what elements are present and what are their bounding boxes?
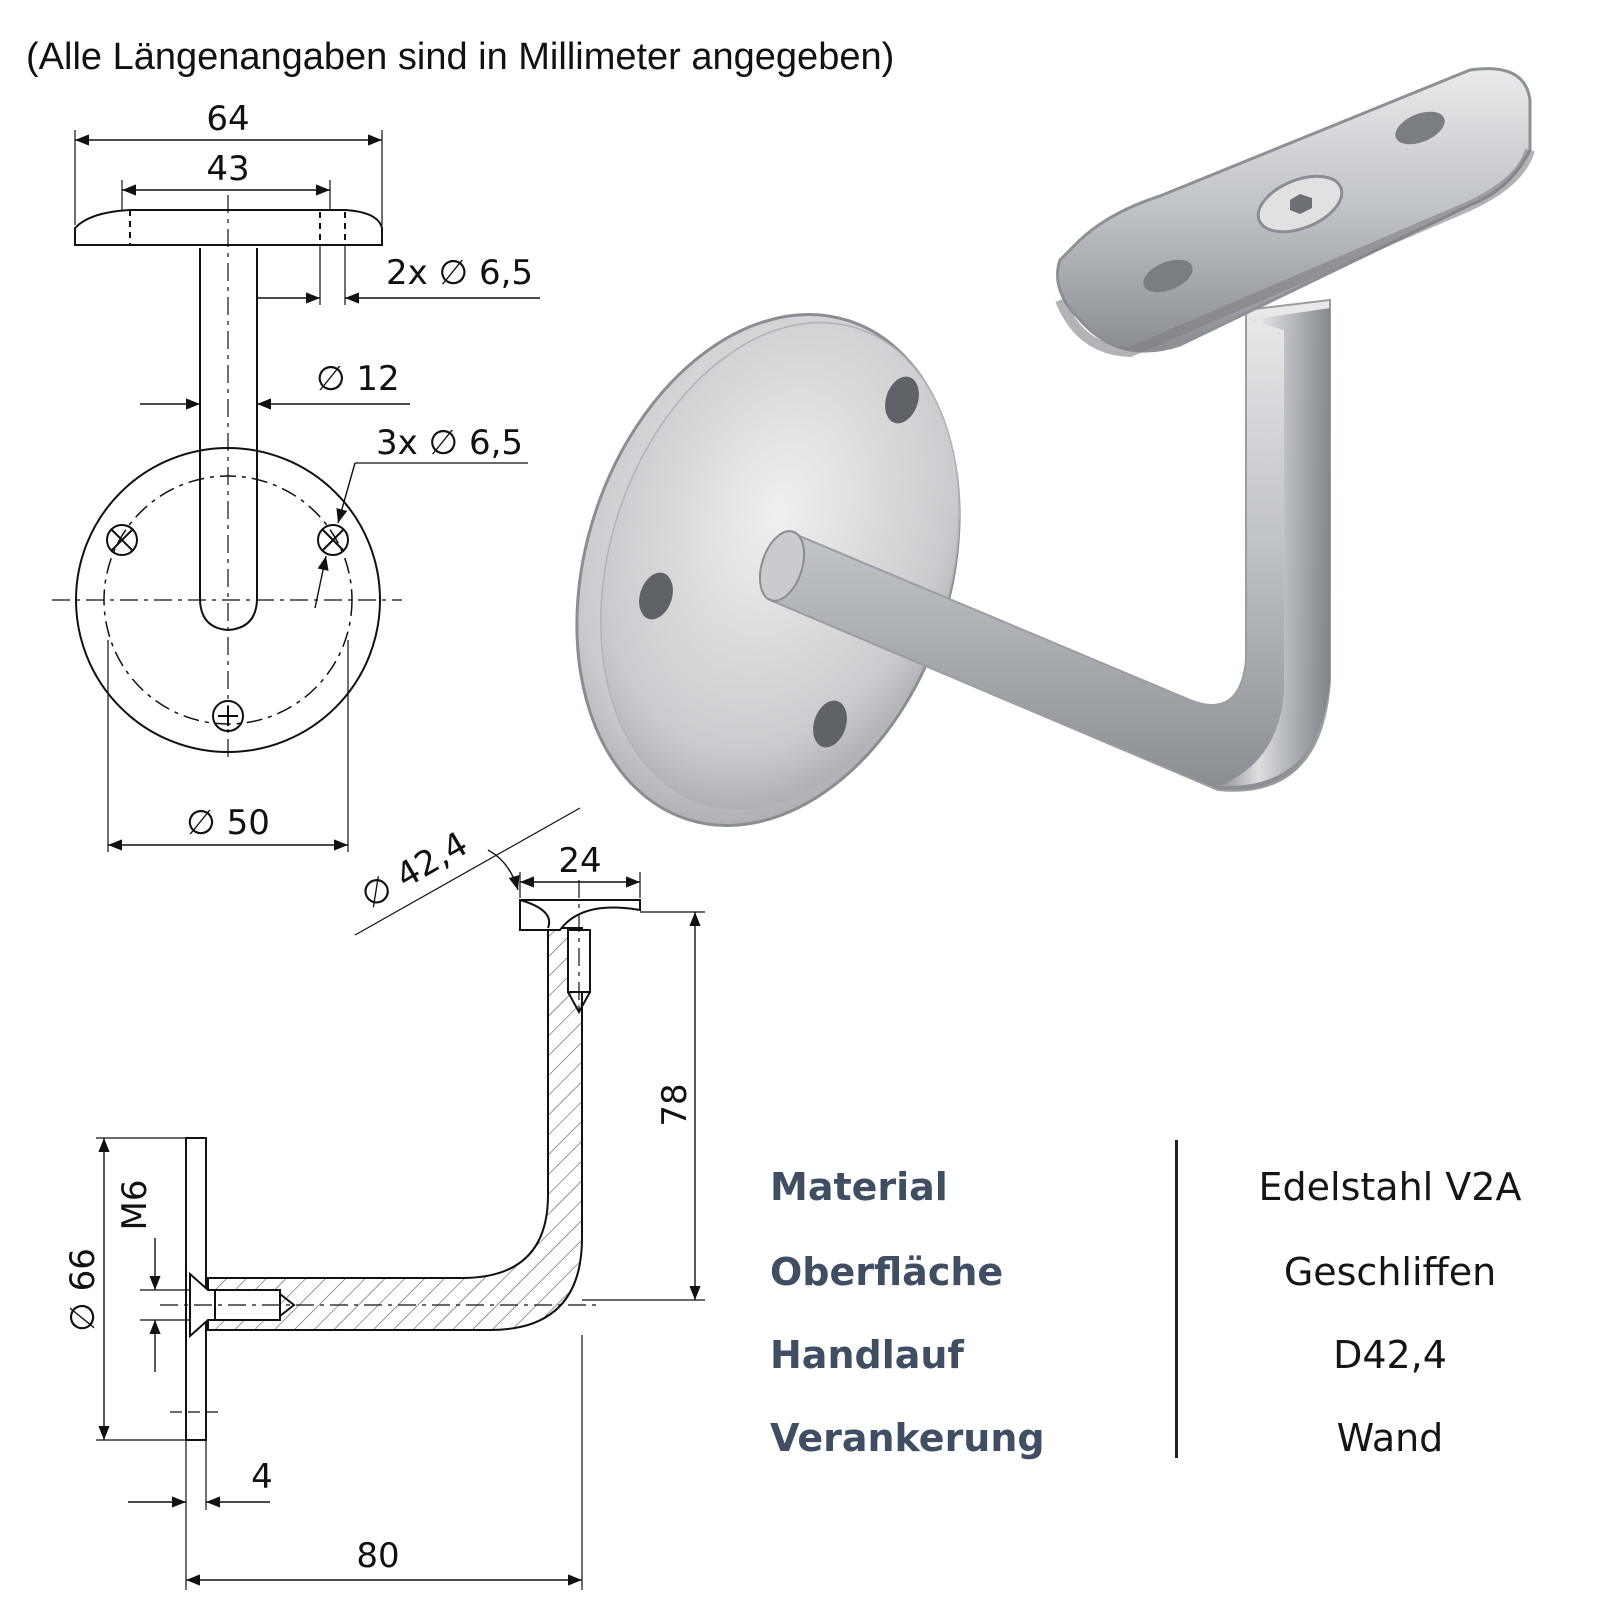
spec-row-surface: Oberfläche xyxy=(770,1250,1570,1320)
spec-label: Oberfläche xyxy=(770,1250,1004,1294)
spec-label: Verankerung xyxy=(770,1416,1045,1460)
dim-thread: M6 xyxy=(115,1180,155,1231)
spec-value-surface: Geschliffen xyxy=(1283,1250,1497,1294)
dim-base-holes: 3x ∅ 6,5 xyxy=(376,423,523,463)
saddle-plate xyxy=(74,209,383,246)
dim-base-diameter: ∅ 50 xyxy=(186,803,270,843)
dim-top-holes: 2x ∅ 6,5 xyxy=(386,253,533,293)
side-section-view xyxy=(96,807,705,1590)
product-photo xyxy=(575,67,1535,827)
spec-value-material: Edelstahl V2A xyxy=(1258,1165,1522,1209)
spec-value-anchoring: Wand xyxy=(1336,1416,1444,1460)
dim-saddle-width: 24 xyxy=(558,841,601,881)
dim-height: 78 xyxy=(655,1083,695,1126)
spec-divider xyxy=(1175,1140,1178,1458)
dim-projection: 80 xyxy=(356,1536,399,1576)
front-view xyxy=(52,130,540,852)
spec-label: Handlauf xyxy=(770,1333,964,1377)
saddle xyxy=(519,899,641,931)
dim-plate-width: 64 xyxy=(206,99,249,139)
spec-value-handrail: D42,4 xyxy=(1333,1333,1447,1377)
dim-handrail-diameter: ∅ 42,4 xyxy=(354,824,475,917)
spec-row-material: Material xyxy=(770,1165,1570,1235)
bracket-section xyxy=(207,927,583,1331)
spec-row-anchoring: Verankerung xyxy=(770,1416,1570,1486)
spec-label: Material xyxy=(770,1165,948,1209)
dim-rosette-diameter: ∅ 66 xyxy=(63,1248,103,1332)
dim-hole-spacing: 43 xyxy=(206,149,249,189)
spec-row-handrail: Handlauf xyxy=(770,1333,1570,1403)
units-note: (Alle Längenangaben sind in Millimeter a… xyxy=(26,36,895,78)
dim-plate-thickness: 4 xyxy=(251,1457,273,1497)
dim-rod-diameter: ∅ 12 xyxy=(316,359,400,399)
front-view-labels: 64 43 2x ∅ 6,5 ∅ 12 3x ∅ 6,5 ∅ 50 xyxy=(186,99,533,843)
side-view-labels: 24 ∅ 42,4 78 M6 ∅ 66 4 80 xyxy=(63,824,695,1576)
